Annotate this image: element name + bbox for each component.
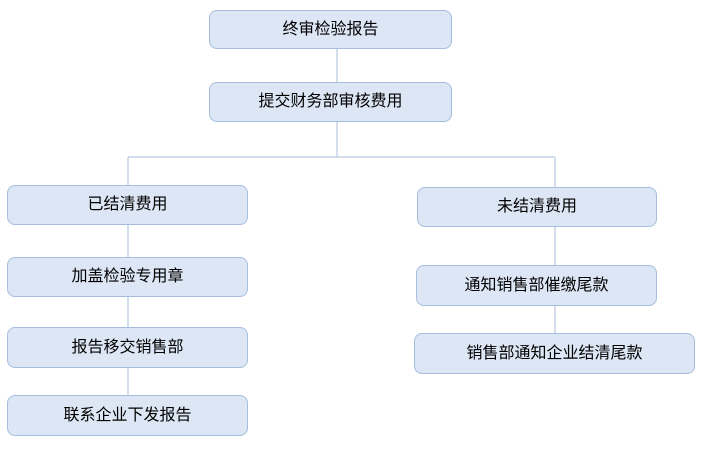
node-label: 加盖检验专用章 [71, 268, 184, 285]
node-contact-enterprise-issue-report: 联系企业下发报告 [7, 395, 248, 436]
node-label: 终审检验报告 [282, 20, 379, 38]
node-fees-unsettled: 未结清费用 [417, 187, 657, 227]
node-label: 联系企业下发报告 [63, 406, 192, 424]
node-label: 通知销售部催缴尾款 [464, 276, 609, 294]
node-label: 未结清费用 [496, 198, 577, 215]
node-report-to-sales-dept: 报告移交销售部 [7, 327, 248, 368]
node-label: 提交财务部审核费用 [258, 93, 403, 110]
node-label: 报告移交销售部 [71, 338, 184, 356]
node-sales-notify-enterprise-settle: 销售部通知企业结清尾款 [414, 333, 695, 374]
node-final-inspection-report: 终审检验报告 [209, 10, 452, 49]
node-apply-inspection-seal: 加盖检验专用章 [7, 257, 248, 297]
node-fees-settled: 已结清费用 [7, 185, 248, 225]
node-label: 销售部通知企业结清尾款 [466, 344, 643, 362]
node-submit-finance-fee-review: 提交财务部审核费用 [209, 82, 452, 122]
node-label: 已结清费用 [87, 196, 168, 213]
node-notify-sales-collect-balance: 通知销售部催缴尾款 [416, 265, 657, 306]
